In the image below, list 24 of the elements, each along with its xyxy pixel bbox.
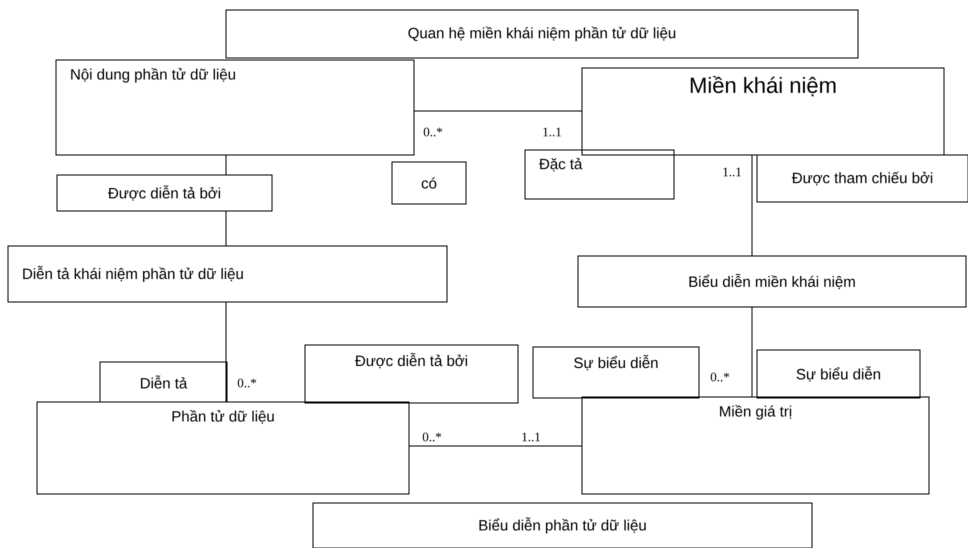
box: Sự biểu diễn	[756, 350, 920, 398]
box: Nội dung phần tử dữ liệu	[56, 60, 414, 156]
box: Được diễn tả bởi	[56, 174, 272, 212]
box: Biểu diễn miền khái niệm	[578, 256, 966, 308]
box: Được diễn tả bởi	[304, 344, 518, 404]
box: Sự biểu diễn	[532, 346, 700, 398]
box: Đặc tả	[524, 150, 674, 200]
multiplicity-label: 0..*	[422, 432, 442, 442]
box: có	[392, 162, 466, 204]
multiplicity-label: 1..1	[522, 432, 540, 442]
multiplicity-label: 0..*	[424, 128, 442, 136]
multiplicity-label: 0..*	[710, 372, 730, 382]
box: Miền khái niệm	[582, 68, 944, 156]
box: Được tham chiếu bởi	[756, 154, 968, 202]
box: Quan hệ miền khái niệm phần tử dữ liệu	[226, 10, 858, 58]
multiplicity-label: 1..1	[723, 168, 741, 176]
box: Phần tử dữ liệu	[36, 402, 410, 494]
box: Diễn tả	[100, 362, 228, 402]
box: Biểu diễn phần tử dữ liệu	[312, 502, 812, 548]
box: Diễn tả khái niệm phần tử dữ liệu	[8, 246, 448, 302]
box: Miền giá trị	[582, 396, 930, 494]
multiplicity-label: 0..*	[238, 378, 256, 388]
multiplicity-label: 1..1	[543, 128, 561, 136]
connector-line	[414, 110, 582, 112]
